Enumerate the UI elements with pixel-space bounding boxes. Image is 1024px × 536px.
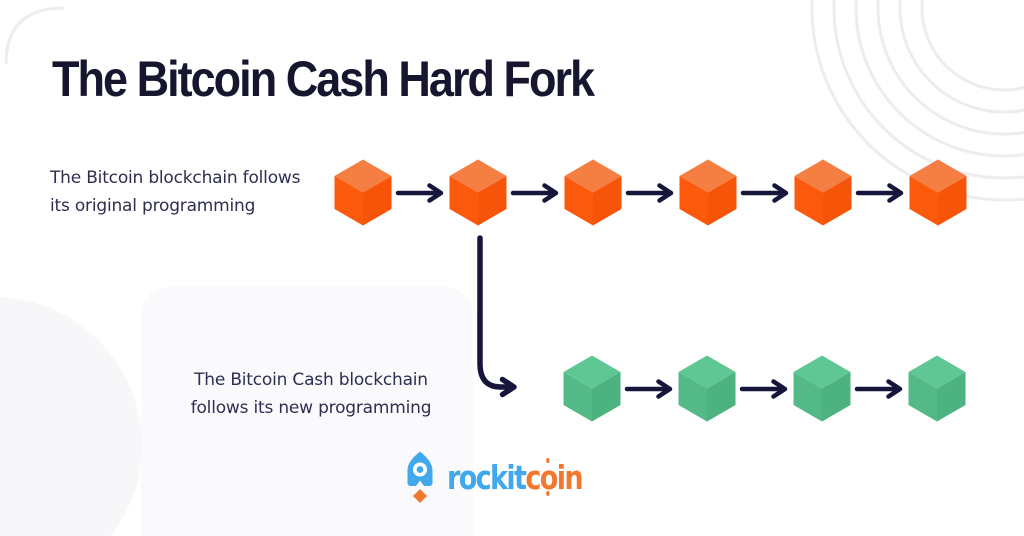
cube-right-face xyxy=(938,176,967,226)
block-cube xyxy=(678,355,736,422)
bitcoin-cash-branch-label: The Bitcoin Cash blockchain follows its … xyxy=(175,366,447,422)
block-cube xyxy=(563,355,621,422)
logo-text-btc-o: o xyxy=(539,458,558,497)
cube-left-face xyxy=(334,176,363,226)
cube-left-face xyxy=(908,372,937,422)
cube-right-face xyxy=(478,176,507,226)
cube-right-face xyxy=(822,372,851,422)
bitcoin-branch-label: The Bitcoin blockchain follows its origi… xyxy=(50,164,300,220)
cube-left-face xyxy=(793,372,822,422)
rockitcoin-logo: rockitcoin xyxy=(400,450,612,505)
block-cube xyxy=(334,159,392,226)
cube-right-face xyxy=(823,176,852,226)
bitcoin-cash-blockchain-row xyxy=(563,355,966,422)
arrow-icon xyxy=(739,378,788,399)
cube-left-face xyxy=(564,176,593,226)
cube-right-face xyxy=(592,372,621,422)
bitcoin-blockchain-row xyxy=(334,159,967,226)
label-line-1: The Bitcoin blockchain follows xyxy=(50,168,301,188)
logo-text-c: c xyxy=(525,458,541,497)
cube-left-face xyxy=(909,176,938,226)
cube-left-face xyxy=(563,372,592,422)
block-cube xyxy=(564,159,622,226)
decor-bottom-left-circle xyxy=(0,297,142,536)
decor-ring xyxy=(898,0,1024,114)
rocket-icon xyxy=(407,451,433,503)
rocket-window xyxy=(413,462,427,477)
rocket-flame xyxy=(413,489,427,503)
block-cube xyxy=(908,355,966,422)
decor-ring xyxy=(920,0,1024,92)
decor-ring xyxy=(876,0,1024,136)
rocket-body xyxy=(407,451,433,486)
cube-left-face xyxy=(449,176,478,226)
block-cube xyxy=(793,355,851,422)
block-cube xyxy=(679,159,737,226)
arrow-icon xyxy=(854,378,903,399)
decor-ring xyxy=(854,0,1024,158)
logo-text-rockit: rockit xyxy=(447,458,527,497)
arrow-icon xyxy=(625,182,674,203)
block-cube xyxy=(794,159,852,226)
arrow-icon xyxy=(855,182,904,203)
label-line-2: follows its new programming xyxy=(190,398,432,418)
arrow-icon xyxy=(740,182,789,203)
logo-wordmark: rockitcoin xyxy=(447,458,584,497)
cube-left-face xyxy=(678,372,707,422)
label-line-2: its original programming xyxy=(50,196,256,216)
decor-ring xyxy=(832,0,1024,180)
arrow-icon xyxy=(624,378,673,399)
page-title: The Bitcoin Cash Hard Fork xyxy=(52,51,595,107)
cube-right-face xyxy=(708,176,737,226)
cube-right-face xyxy=(937,372,966,422)
cube-left-face xyxy=(679,176,708,226)
cube-right-face xyxy=(593,176,622,226)
cube-left-face xyxy=(794,176,823,226)
block-cube xyxy=(449,159,507,226)
cube-right-face xyxy=(363,176,392,226)
fork-arrow-path xyxy=(477,235,517,398)
arrow-icon xyxy=(395,182,444,203)
label-line-1: The Bitcoin Cash blockchain xyxy=(194,370,428,390)
block-cube xyxy=(909,159,967,226)
cube-right-face xyxy=(707,372,736,422)
arrow-icon xyxy=(510,182,559,203)
logo-text-in: in xyxy=(556,458,584,497)
